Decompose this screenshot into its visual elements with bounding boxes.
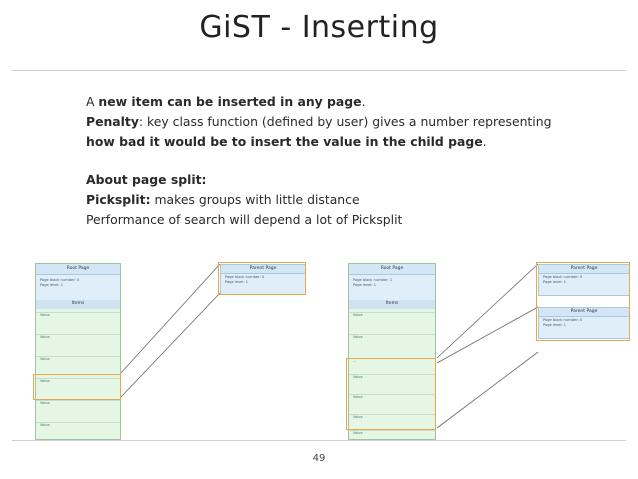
- left-parent-info: Page block number: 0 Page level: 1: [221, 275, 305, 291]
- left-row-1: Value:: [36, 312, 120, 318]
- text-line-5: Picksplit: makes groups with little dist…: [86, 192, 360, 207]
- right-row-1: Value:: [349, 312, 435, 318]
- right-parent-page-1: Parent Page Page block number: 0 Page le…: [538, 264, 630, 296]
- right-row-2: Value:: [349, 334, 435, 340]
- text-line-3: how bad it would be to insert the value …: [86, 134, 487, 149]
- right-row-3: Value:: [349, 374, 435, 380]
- left-row-4: Value:: [36, 378, 120, 384]
- right-parent2-title: Parent Page: [539, 308, 629, 317]
- left-highlighted-row: [33, 374, 121, 400]
- left-row-3: Value:: [36, 356, 120, 362]
- left-row-2: Value:: [36, 334, 120, 340]
- right-parent1-title: Parent Page: [539, 265, 629, 274]
- right-parent2-info: Page block number: 0 Page level: 1: [539, 318, 629, 334]
- right-root-title: Root Page: [349, 264, 435, 275]
- connector-lines: [119, 263, 539, 429]
- left-items-title: Items: [36, 300, 120, 309]
- gist-diagram: Root Page Page block number: 0 Page leve…: [0, 255, 638, 440]
- top-divider: [12, 70, 626, 71]
- right-items-title: Items: [349, 300, 435, 309]
- left-row-5: Value:: [36, 400, 120, 406]
- left-root-info: Page block number: 0 Page level: 1: [36, 275, 120, 300]
- right-row-5: Value:: [349, 414, 435, 420]
- left-row-6: Value:: [36, 422, 120, 428]
- text-line-4: About page split:: [86, 172, 207, 187]
- left-parent-title: Parent Page: [221, 265, 305, 274]
- right-parent1-info: Page block number: 0 Page level: 1: [539, 275, 629, 291]
- right-row-4: Value:: [349, 394, 435, 400]
- text-line-1: A new item can be inserted in any page.: [86, 94, 366, 109]
- right-parent-highlight: [536, 262, 630, 341]
- text-line-6: Performance of search will depend a lot …: [86, 212, 403, 227]
- left-root-title: Root Page: [36, 264, 120, 275]
- right-root-info: Page block number: 1 Page level: 1: [349, 275, 435, 300]
- text-line-2: Penalty: key class function (defined by …: [86, 114, 552, 129]
- bottom-divider: [12, 440, 626, 441]
- slide-title: GiST - Inserting: [199, 10, 439, 45]
- right-row-6: Value:: [349, 430, 435, 436]
- left-parent-page: Parent Page Page block number: 0 Page le…: [220, 264, 306, 295]
- slide-body: A new item can be inserted in any page. …: [86, 92, 586, 230]
- left-root-page: Root Page Page block number: 0 Page leve…: [35, 263, 121, 440]
- right-highlighted-rows: [346, 358, 436, 430]
- page-number: 49: [312, 453, 326, 464]
- left-parent-highlight: [218, 262, 306, 295]
